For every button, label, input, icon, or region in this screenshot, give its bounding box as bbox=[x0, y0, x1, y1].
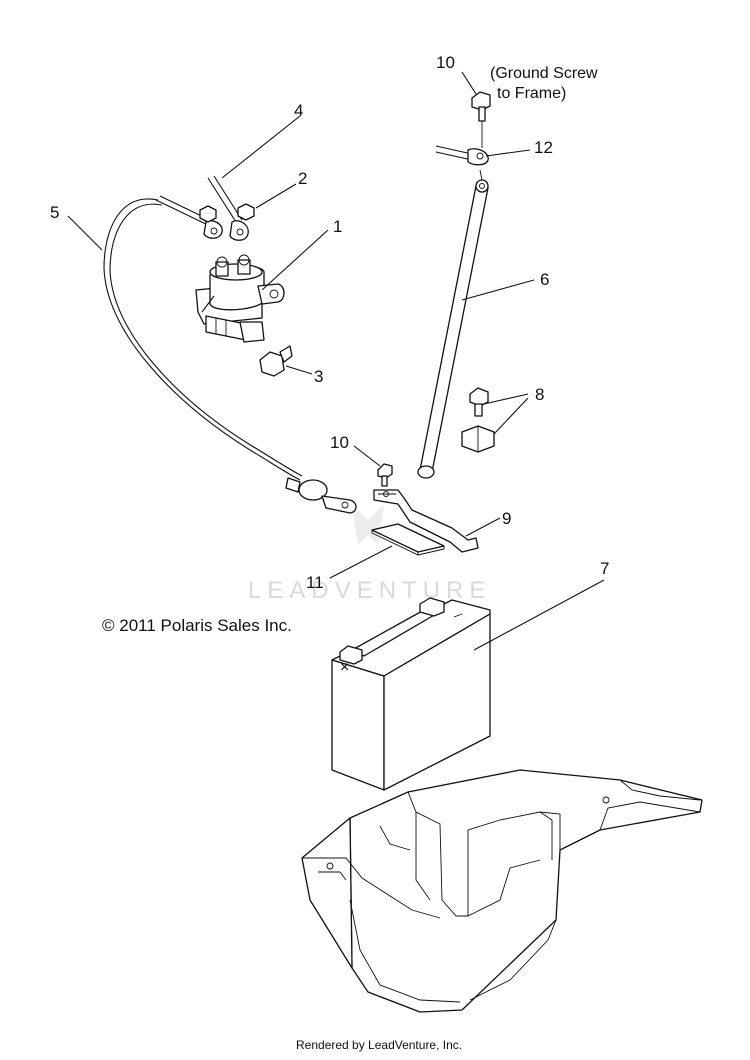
callout-4: 4 bbox=[294, 101, 303, 120]
nut-part-2 bbox=[199, 203, 255, 223]
strap-part-6 bbox=[417, 169, 489, 479]
callout-12: 12 bbox=[534, 138, 553, 157]
ground-cable-part-12 bbox=[435, 145, 489, 166]
cable-part-4 bbox=[155, 175, 249, 241]
solenoid-part-1 bbox=[195, 254, 285, 343]
callout-6: 6 bbox=[540, 270, 549, 289]
ground-screw-note-line2: to Frame) bbox=[497, 85, 566, 102]
callout-9: 9 bbox=[502, 509, 511, 528]
cable-part-5 bbox=[103, 198, 357, 514]
callout-8: 8 bbox=[535, 385, 544, 404]
screw-part-10-top bbox=[471, 91, 491, 148]
screw-part-10-lower bbox=[377, 463, 393, 487]
pad-part-11 bbox=[371, 523, 445, 556]
watermark-text: LEADVENTURE bbox=[248, 577, 491, 604]
ground-screw-note-line1: (Ground Screw bbox=[490, 65, 598, 82]
callout-7: 7 bbox=[600, 559, 609, 578]
callout-1: 1 bbox=[333, 217, 342, 236]
bolt-part-3 bbox=[259, 345, 293, 377]
hardware-part-8 bbox=[461, 387, 495, 453]
callout-11: 11 bbox=[306, 573, 324, 592]
positive-mark: × bbox=[340, 659, 349, 676]
callout-2: 2 bbox=[298, 169, 307, 188]
watermark: LEADVENTURE bbox=[248, 505, 491, 604]
footer-credit: Rendered by LeadVenture, Inc. bbox=[296, 1038, 462, 1052]
battery-part-7: × bbox=[331, 597, 491, 791]
leader-lines bbox=[67, 71, 605, 651]
callout-10-lower: 10 bbox=[330, 433, 349, 452]
battery-box bbox=[301, 769, 703, 1013]
callout-3: 3 bbox=[314, 367, 323, 386]
callout-5: 5 bbox=[50, 203, 59, 222]
copyright-text: © 2011 Polaris Sales Inc. bbox=[102, 616, 292, 635]
bracket-part-9 bbox=[373, 489, 479, 553]
callouts: 1 2 3 4 5 6 7 8 9 10 10 11 12 bbox=[50, 53, 609, 592]
callout-10-top: 10 bbox=[436, 53, 455, 72]
